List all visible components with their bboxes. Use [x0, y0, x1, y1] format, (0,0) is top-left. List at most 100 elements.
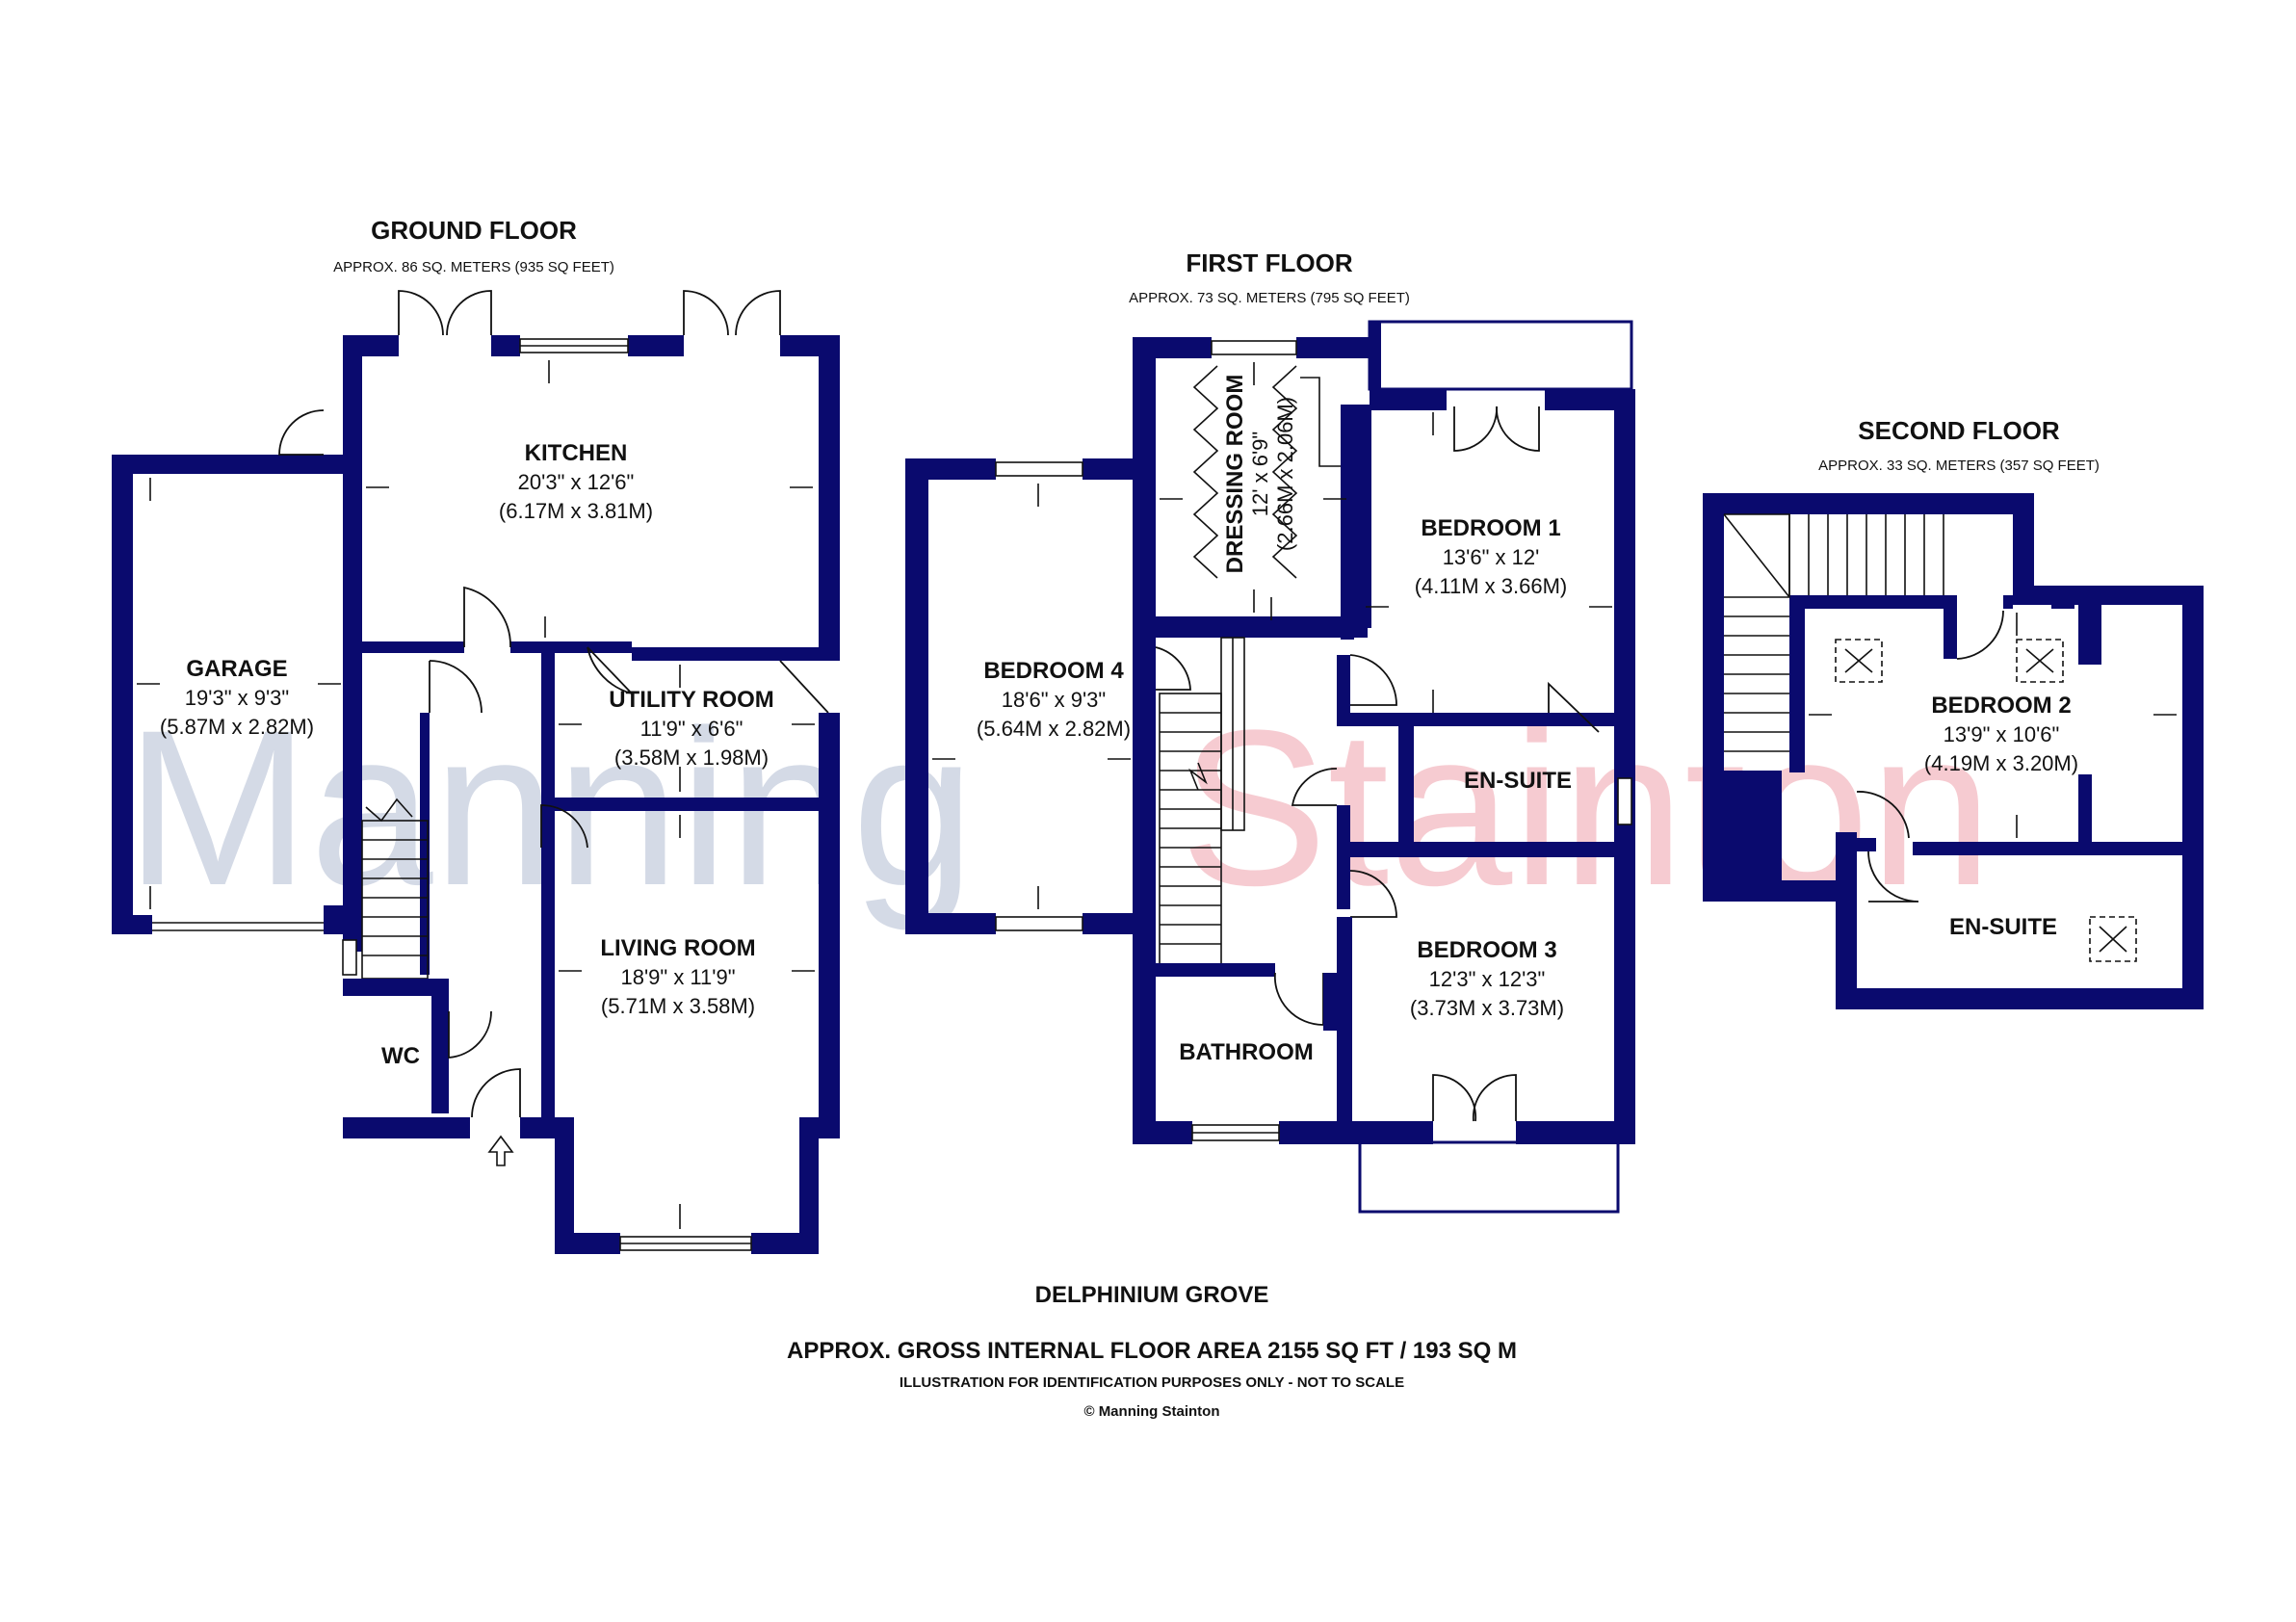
dimension-markers: [137, 360, 815, 1229]
door-swing-icon: [1291, 768, 1338, 806]
wall: [819, 335, 840, 661]
first-floor-area: APPROX. 73 SQ. METERS (795 SQ FEET): [1129, 290, 1410, 306]
window: [995, 916, 1083, 931]
door-swing-icon: [463, 586, 511, 648]
living-name: LIVING ROOM: [600, 935, 755, 961]
door-swing-icon: [1349, 870, 1397, 918]
living-metric: (5.71M x 3.58M): [601, 994, 755, 1018]
bedroom4-name: BEDROOM 4: [983, 658, 1124, 684]
living-imperial: 18'9" x 11'9": [620, 965, 735, 989]
bedroom2-metric: (4.19M x 3.20M): [1924, 751, 2078, 775]
wall: [1849, 838, 1876, 851]
first-floor: FIRST FLOOR APPROX. 73 SQ. METERS (795 S…: [905, 249, 1635, 1214]
window: [995, 461, 1083, 477]
first-floor-title: FIRST FLOOR: [1186, 249, 1353, 277]
door-swing-icon: [1472, 1074, 1517, 1122]
balcony: [1368, 320, 1633, 391]
kitchen-metric: (6.17M x 3.81M): [499, 499, 653, 523]
wall: [1083, 458, 1146, 480]
wall: [491, 335, 520, 356]
wall: [819, 713, 840, 1137]
skylight-icon: [2089, 916, 2137, 962]
wall: [555, 1233, 620, 1254]
ground-floor-title: GROUND FLOOR: [371, 216, 577, 245]
second-floor: SECOND FLOOR APPROX. 33 SQ. METERS (357 …: [1703, 416, 2204, 1009]
wall: [1370, 389, 1447, 410]
disclaimer: ILLUSTRATION FOR IDENTIFICATION PURPOSES…: [900, 1374, 1404, 1391]
wall: [905, 458, 996, 480]
wall: [541, 798, 826, 811]
door-leaf: [587, 646, 633, 694]
kitchen-imperial: 20'3" x 12'6": [518, 470, 635, 494]
wall: [343, 979, 439, 996]
wall: [343, 1117, 470, 1138]
door-swing-icon: [1496, 406, 1540, 452]
door-swing-icon: [1956, 610, 2004, 660]
door-swing-icon: [1856, 791, 1910, 839]
wall: [112, 455, 133, 934]
wall: [1337, 713, 1616, 726]
wall: [420, 713, 430, 975]
wall: [555, 1117, 574, 1252]
bedroom4-imperial: 18'6" x 9'3": [1002, 688, 1106, 712]
wall: [1133, 337, 1156, 1144]
wall: [1156, 963, 1275, 977]
utility-metric: (3.58M x 1.98M): [614, 746, 769, 770]
gross-area: APPROX. GROSS INTERNAL FLOOR AREA 2155 S…: [787, 1338, 1517, 1364]
wall: [799, 1117, 819, 1254]
bedroom1-imperial: 13'6" x 12': [1443, 545, 1540, 569]
window: [342, 939, 357, 976]
wall: [1836, 988, 2204, 1009]
second-floor-area: APPROX. 33 SQ. METERS (357 SQ FEET): [1818, 458, 2100, 474]
wall: [628, 335, 684, 356]
wall: [362, 641, 464, 653]
wall: [431, 979, 449, 1113]
wall: [1703, 493, 2034, 514]
bedroom2-name: BEDROOM 2: [1931, 693, 2071, 719]
wall: [1703, 880, 1838, 902]
balcony: [1358, 1140, 1620, 1214]
wall: [1724, 771, 1782, 880]
door-swing-icon: [1273, 972, 1324, 1026]
wall: [112, 455, 324, 474]
door-swing-icon: [429, 660, 483, 714]
door-swing-icon: [398, 290, 444, 336]
address: DELPHINIUM GROVE: [1035, 1282, 1269, 1308]
wall: [343, 335, 362, 952]
bedroom3-imperial: 12'3" x 12'3": [1429, 967, 1546, 991]
door-swing-icon: [278, 409, 325, 456]
ensuite2-name: EN-SUITE: [1949, 914, 2057, 940]
wall: [1133, 337, 1212, 358]
wall: [1337, 655, 1350, 720]
wall: [1370, 322, 1381, 408]
wall: [2078, 774, 2092, 848]
entrance-arrow-icon: [487, 1135, 514, 1166]
wall: [1341, 626, 1354, 640]
wardrobe-outline: [1300, 377, 1354, 467]
wall: [2051, 595, 2074, 609]
wall: [541, 809, 555, 1138]
wall: [1337, 842, 1616, 857]
wall: [520, 1117, 555, 1138]
wall: [1703, 493, 1724, 902]
door-leaf: [1548, 681, 1600, 733]
wall: [1083, 913, 1146, 934]
wall: [549, 641, 632, 653]
wardrobe-zigzag: [1271, 365, 1298, 579]
wall: [1789, 595, 1805, 772]
window: [1211, 340, 1297, 355]
wall: [1913, 842, 2196, 855]
wardrobe-zigzag: [1192, 365, 1219, 579]
dressing-metric: (2.66M x 2.06M): [1273, 397, 1297, 551]
wall: [2182, 586, 2204, 1009]
wall: [632, 647, 834, 661]
door-swing-icon: [540, 804, 588, 849]
ensuite1-name: EN-SUITE: [1464, 768, 1572, 794]
door-swing-icon: [448, 1010, 492, 1059]
kitchen-name: KITCHEN: [525, 440, 628, 466]
wall: [1156, 624, 1368, 638]
door-swing-icon: [683, 290, 729, 336]
wall: [1516, 1121, 1635, 1144]
wall: [905, 458, 928, 934]
